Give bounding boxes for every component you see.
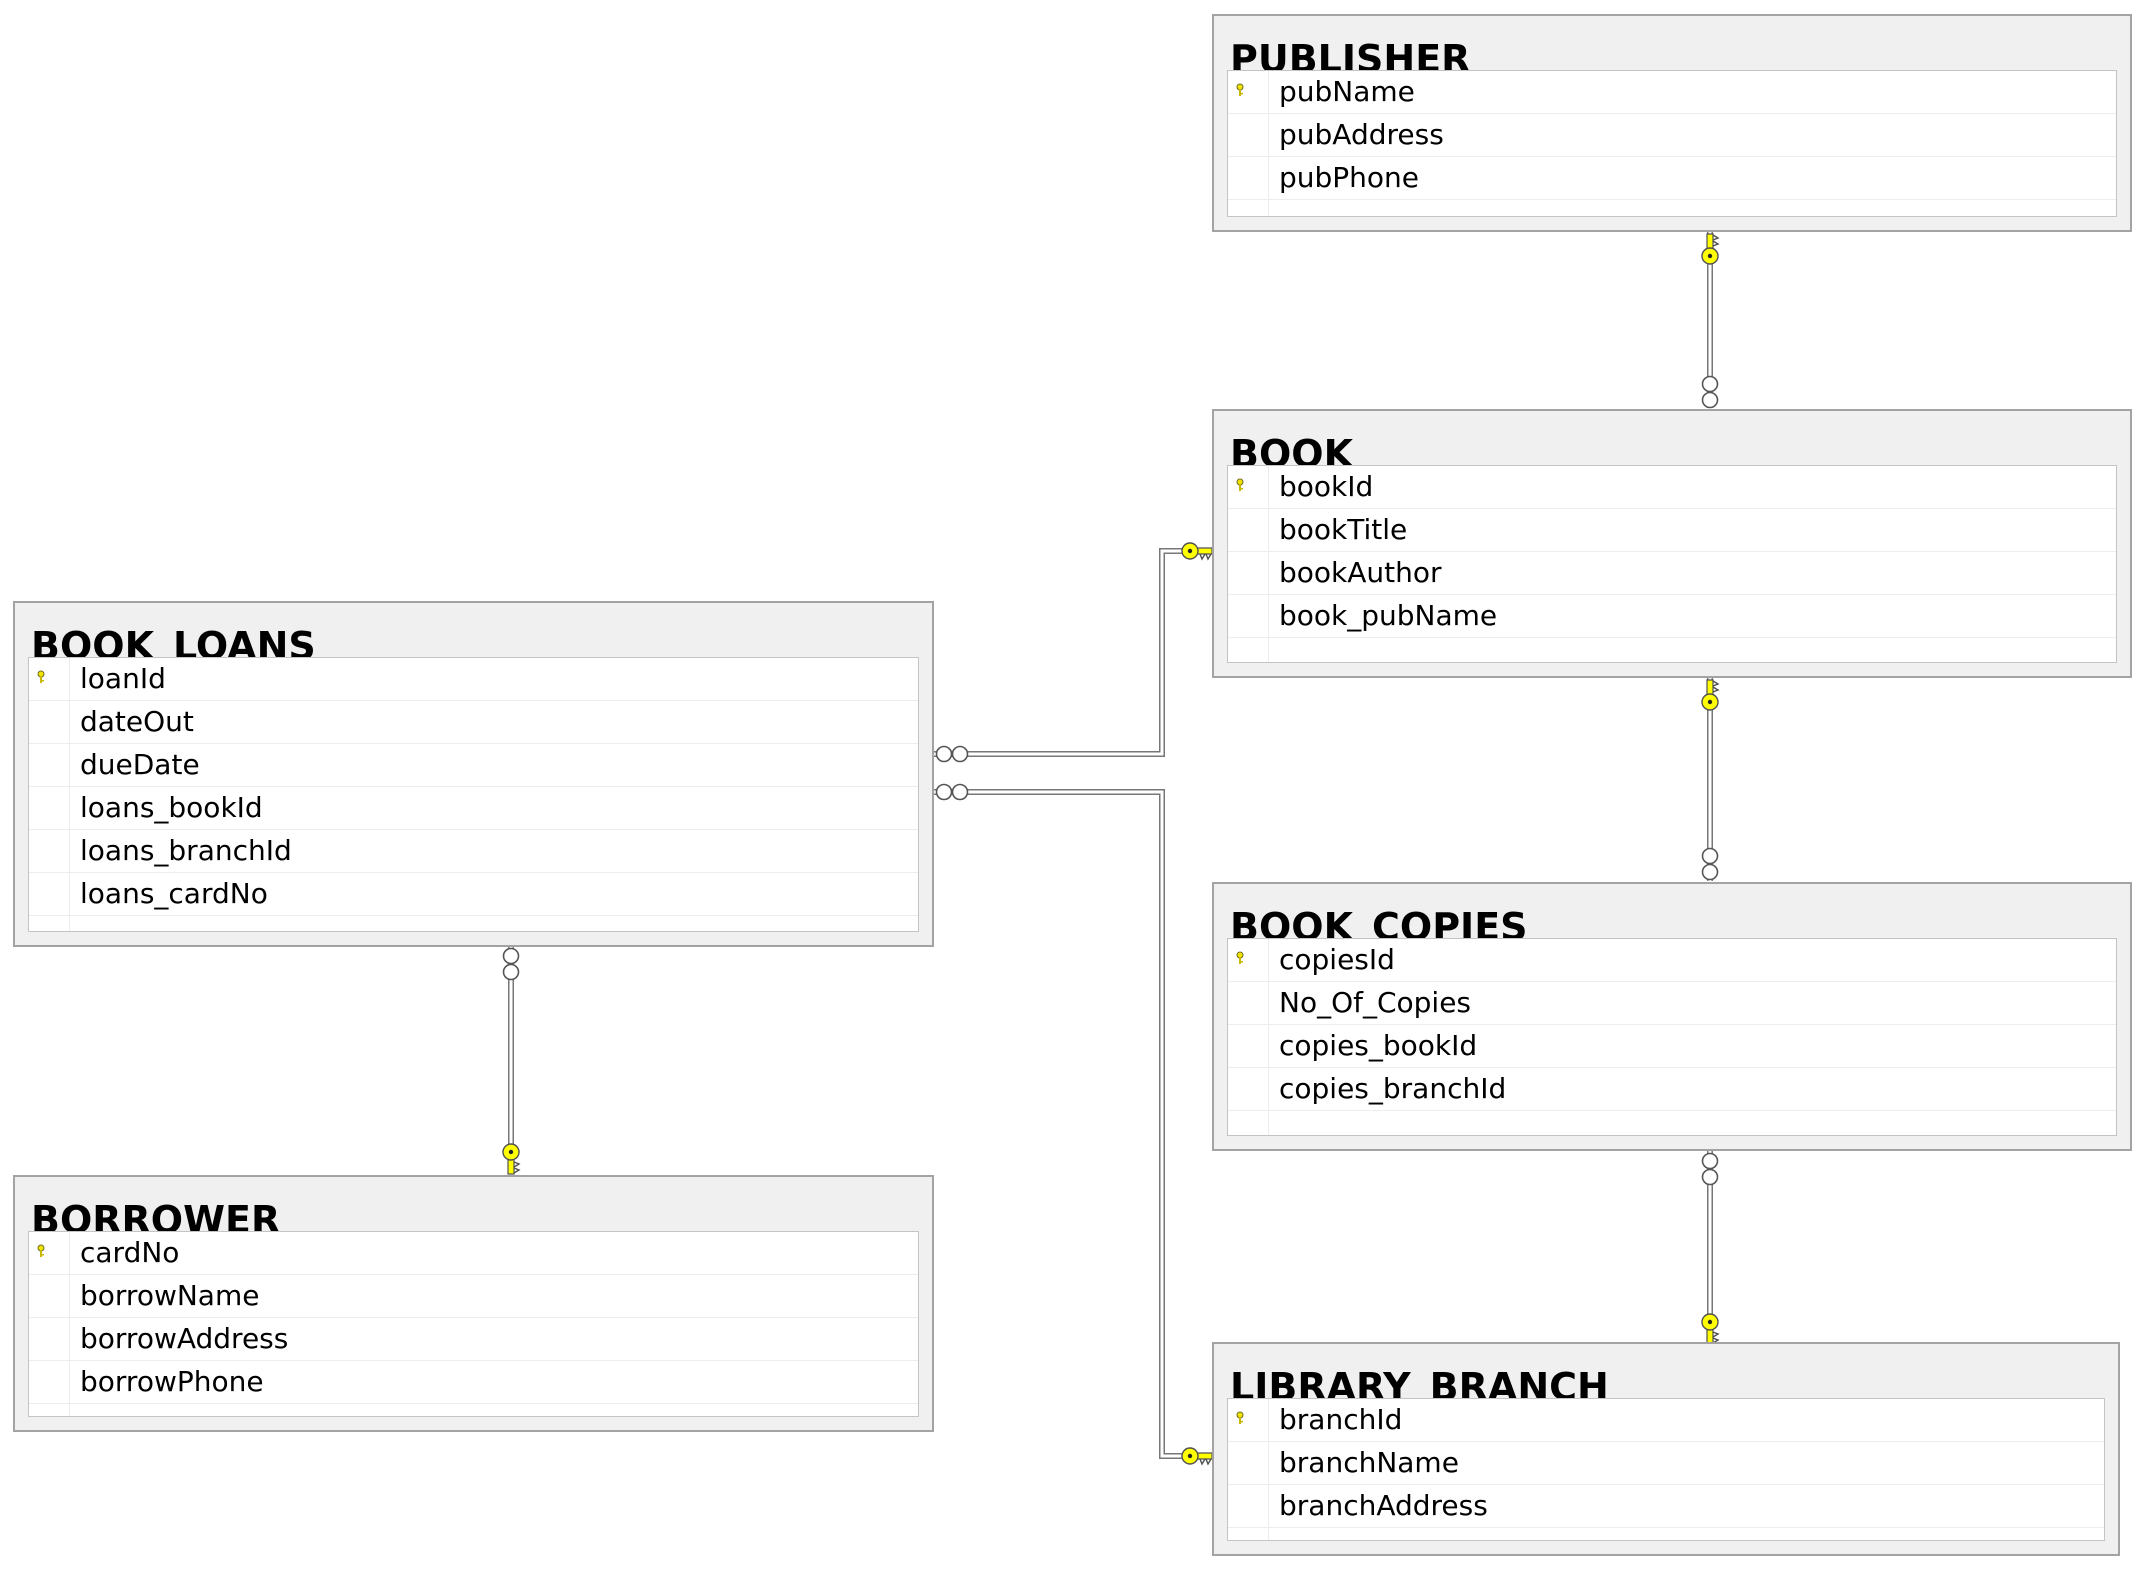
column-row[interactable]: loanId	[29, 658, 918, 701]
column-name: book_pubName	[1279, 599, 1498, 632]
column-name: pubAddress	[1279, 118, 1444, 151]
many-end-icon	[1701, 1152, 1719, 1186]
grid-separator	[1268, 466, 1269, 662]
column-row[interactable]: bookTitle	[1228, 509, 2116, 552]
grid-separator	[69, 1232, 70, 1416]
column-row[interactable]: cardNo	[29, 1232, 918, 1275]
column-row[interactable]: pubName	[1228, 71, 2116, 114]
column-name: bookAuthor	[1279, 556, 1442, 589]
column-row[interactable]: copies_branchId	[1228, 1068, 2116, 1111]
column-name: pubPhone	[1279, 161, 1420, 194]
column-name: copies_branchId	[1279, 1072, 1507, 1105]
column-row[interactable]: branchAddress	[1228, 1485, 2104, 1528]
column-grid: loanId dateOut dueDate loans_bookId loans_br…	[28, 657, 919, 932]
primary-key-icon	[1236, 951, 1244, 964]
column-name: loans_cardNo	[80, 877, 268, 910]
primary-key-icon	[1236, 478, 1244, 491]
column-row[interactable]: borrowAddress	[29, 1318, 918, 1361]
primary-key-icon	[37, 670, 45, 683]
column-name: branchAddress	[1279, 1489, 1488, 1522]
column-name: borrowAddress	[80, 1322, 289, 1355]
column-name: dateOut	[80, 705, 194, 738]
column-name: branchId	[1279, 1403, 1403, 1436]
grid-separator	[1268, 939, 1269, 1135]
column-name: copies_bookId	[1279, 1029, 1478, 1062]
grid-separator	[1268, 1399, 1269, 1540]
column-row[interactable]: copiesId	[1228, 939, 2116, 982]
key-icon	[1701, 1313, 1720, 1345]
many-end-icon	[1701, 847, 1719, 881]
column-row[interactable]: borrowPhone	[29, 1361, 918, 1404]
column-name: borrowName	[80, 1279, 260, 1312]
column-name: No_Of_Copies	[1279, 986, 1472, 1019]
column-name: loans_branchId	[80, 834, 292, 867]
many-end-icon	[502, 947, 520, 981]
key-icon	[1181, 1447, 1213, 1466]
key-icon	[1181, 542, 1213, 561]
relationship-line	[934, 789, 1211, 1459]
column-grid: branchId branchName branchAddress	[1227, 1398, 2105, 1541]
column-name: pubName	[1279, 75, 1415, 108]
column-name: dueDate	[80, 748, 200, 781]
column-row[interactable]: dateOut	[29, 701, 918, 744]
column-name: branchName	[1279, 1446, 1459, 1479]
many-end-icon	[935, 745, 969, 763]
column-row[interactable]: bookAuthor	[1228, 552, 2116, 595]
many-end-icon	[1701, 375, 1719, 409]
column-row[interactable]: bookId	[1228, 466, 2116, 509]
key-icon	[502, 1143, 521, 1175]
primary-key-icon	[1236, 1411, 1244, 1424]
column-name: bookTitle	[1279, 513, 1408, 546]
primary-key-icon	[37, 1244, 45, 1257]
column-grid: bookId bookTitle bookAuthor book_pubName	[1227, 465, 2117, 663]
column-row[interactable]: book_pubName	[1228, 595, 2116, 638]
column-row[interactable]: pubPhone	[1228, 157, 2116, 200]
column-name: borrowPhone	[80, 1365, 264, 1398]
grid-separator	[1268, 71, 1269, 216]
column-name: bookId	[1279, 470, 1374, 503]
many-end-icon	[935, 783, 969, 801]
column-row[interactable]: loans_branchId	[29, 830, 918, 873]
column-grid: cardNo borrowName borrowAddress borrowPhone	[28, 1231, 919, 1417]
column-row[interactable]: branchName	[1228, 1442, 2104, 1485]
key-icon	[1701, 233, 1720, 265]
column-row[interactable]: copies_bookId	[1228, 1025, 2116, 1068]
primary-key-icon	[1236, 83, 1244, 96]
key-icon	[1701, 679, 1720, 711]
column-name: copiesId	[1279, 943, 1395, 976]
column-row[interactable]: branchId	[1228, 1399, 2104, 1442]
column-name: loans_bookId	[80, 791, 263, 824]
column-row[interactable]: dueDate	[29, 744, 918, 787]
column-row[interactable]: loans_bookId	[29, 787, 918, 830]
column-row[interactable]: loans_cardNo	[29, 873, 918, 916]
column-grid: pubName pubAddress pubPhone	[1227, 70, 2117, 217]
column-row[interactable]: No_Of_Copies	[1228, 982, 2116, 1025]
column-row[interactable]: pubAddress	[1228, 114, 2116, 157]
column-row[interactable]: borrowName	[29, 1275, 918, 1318]
column-name: loanId	[80, 662, 166, 695]
column-name: cardNo	[80, 1236, 180, 1269]
grid-separator	[69, 658, 70, 931]
relationship-line	[934, 548, 1211, 757]
